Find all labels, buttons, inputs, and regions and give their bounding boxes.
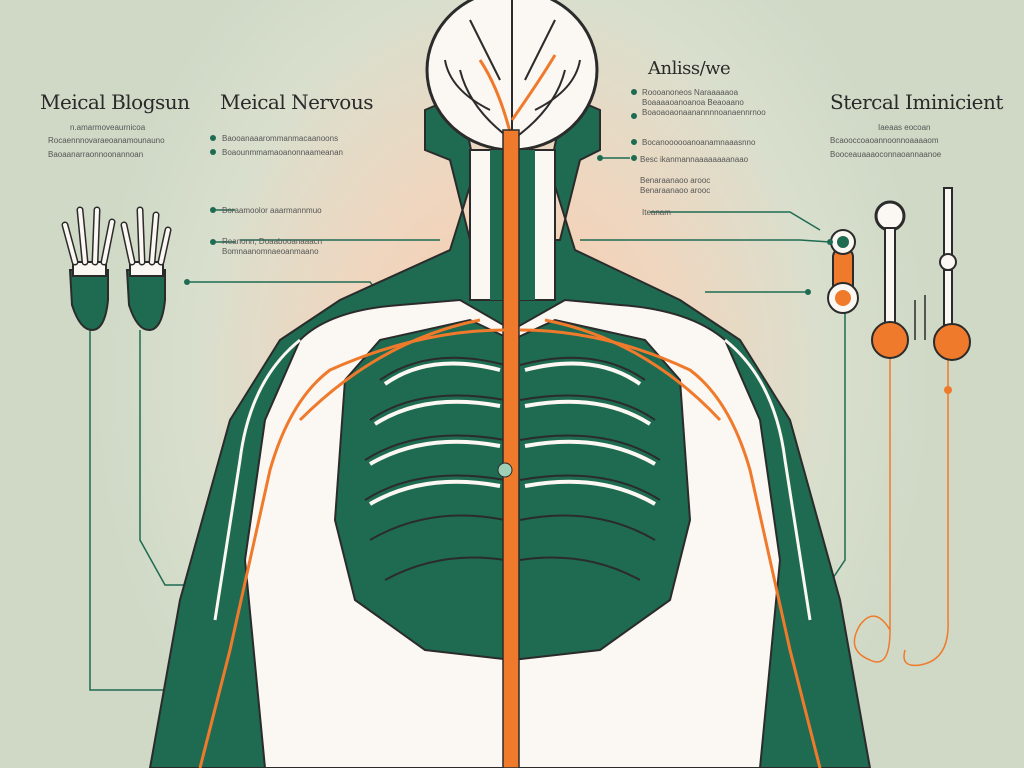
label-top-left-2: Meical Nervous — [220, 90, 373, 114]
caption-tm-5: Bomnaanomnaeoanmaano — [222, 247, 319, 256]
caption-fr-1: Iaeaas eocoan — [878, 123, 931, 132]
neuro-pin-icon — [933, 187, 971, 394]
caption-tr-4: Bocanoooooanoanamnaaasnno — [642, 138, 756, 147]
caption-tm-1: Baooanaaarommanmacaanoons — [222, 134, 339, 143]
caption-tr-1: Roooanoneos Naraaaaaoa — [642, 88, 739, 97]
caption-tm-4: Reanonn, Doaabooanaaacn — [222, 237, 323, 246]
tuning-fork-icon — [871, 200, 909, 359]
caption-tr-3: Boaoaoaonaanannnnoanaennrnoo — [642, 108, 766, 117]
caption-tr-2: Boaaaaoanoanoa Beaoaano — [642, 98, 744, 107]
caption-tr-6: Benaraanaoo arooc — [640, 176, 711, 185]
caption-tl-3: Baoaanarraonnoonannoan — [48, 150, 144, 159]
caption-tr-7: Iteanam — [642, 208, 671, 217]
caption-fr-3: Booceauaaaoconnaoannaanoe — [830, 150, 942, 159]
label-top-center-right: Anliss/we — [648, 58, 731, 79]
label-top-left: Meical Blogsun — [40, 90, 190, 114]
label-top-right: Stercal Iminicient — [830, 90, 1003, 114]
caption-tr-6b: Benaraanaoo arooc — [640, 186, 711, 195]
caption-fr-2: Bcaooccoaoannoonnoaaaaom — [830, 136, 939, 145]
glove-left-icon — [61, 206, 116, 332]
caption-tm-3: Boraamoolor aaarmannmuo — [222, 206, 322, 215]
caption-tr-5: Besc ikanmannaaaaaaaanaao — [640, 155, 749, 164]
caption-tl-1: n.amarmoveaurnicoa — [70, 123, 146, 132]
glove-right-icon — [120, 206, 172, 332]
caption-tl-2: Rocaennnovaraeoanamounauno — [48, 136, 165, 145]
caption-tm-2: Boaounmmamaoanonnaameanan — [222, 148, 343, 157]
